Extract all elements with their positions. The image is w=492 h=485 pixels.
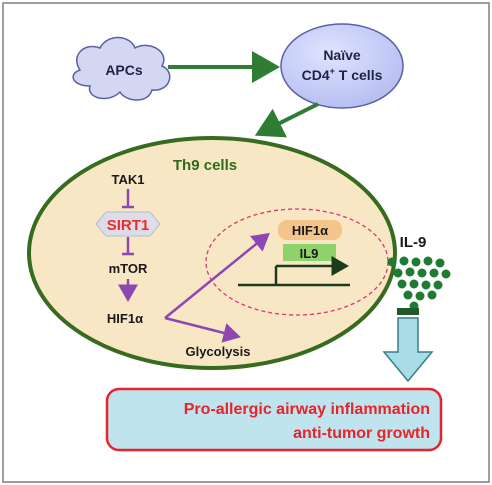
down-arrow (382, 317, 434, 383)
naive-label-line2: CD4+ T cells (302, 66, 383, 83)
il9-dot (409, 279, 419, 289)
il9-molecules (387, 256, 451, 311)
tak1-label: TAK1 (112, 172, 145, 187)
il9-gene-box (283, 244, 336, 261)
il9-dot (415, 291, 425, 301)
il9-dot (417, 268, 427, 278)
apcs-label: APCs (105, 62, 143, 78)
hif1a-protein-box (278, 220, 342, 240)
il9-dot (411, 257, 421, 267)
il9-dot (423, 256, 433, 266)
il9-gene-label: IL9 (300, 246, 319, 261)
naive-label-line1: Naïve (323, 47, 361, 63)
outcome-line2: anti-tumor growth (293, 425, 430, 442)
glycolysis-label: Glycolysis (185, 344, 250, 359)
il9-dot (427, 290, 437, 300)
il9-dot (421, 280, 431, 290)
sirt1-label: SIRT1 (107, 217, 150, 234)
arrow-naive-to-th9 (254, 102, 319, 138)
apcs-cloud (72, 36, 171, 101)
il9-dot (435, 258, 445, 268)
il9-dot (433, 280, 443, 290)
arrow-hif1a-to-nucleus (164, 232, 270, 319)
il9-dot (393, 268, 403, 278)
outcome-line1: Pro-allergic airway inflammation (184, 401, 430, 418)
il9-dot (429, 268, 439, 278)
outcome-box (105, 387, 443, 452)
il9-dot (387, 257, 397, 267)
il9-dot (399, 256, 409, 266)
il9-dot (405, 267, 415, 277)
il9-dot (403, 290, 413, 300)
th9-cell (27, 136, 397, 370)
arrow-hif1a-to-glycolysis (164, 316, 241, 343)
hif1a-nucleus-label: HIF1α (292, 223, 328, 238)
mtor-label: mTOR (109, 261, 148, 276)
naive-cd4-cell (280, 23, 404, 109)
il9-dot (397, 279, 407, 289)
sirt1-hexagon (95, 211, 161, 237)
il9-dot (441, 269, 451, 279)
receptor-bar (397, 308, 419, 315)
hif1a-left-label: HIF1α (107, 311, 143, 326)
th9-label: Th9 cells (173, 157, 237, 174)
il9-secreted-label: IL-9 (400, 234, 427, 251)
